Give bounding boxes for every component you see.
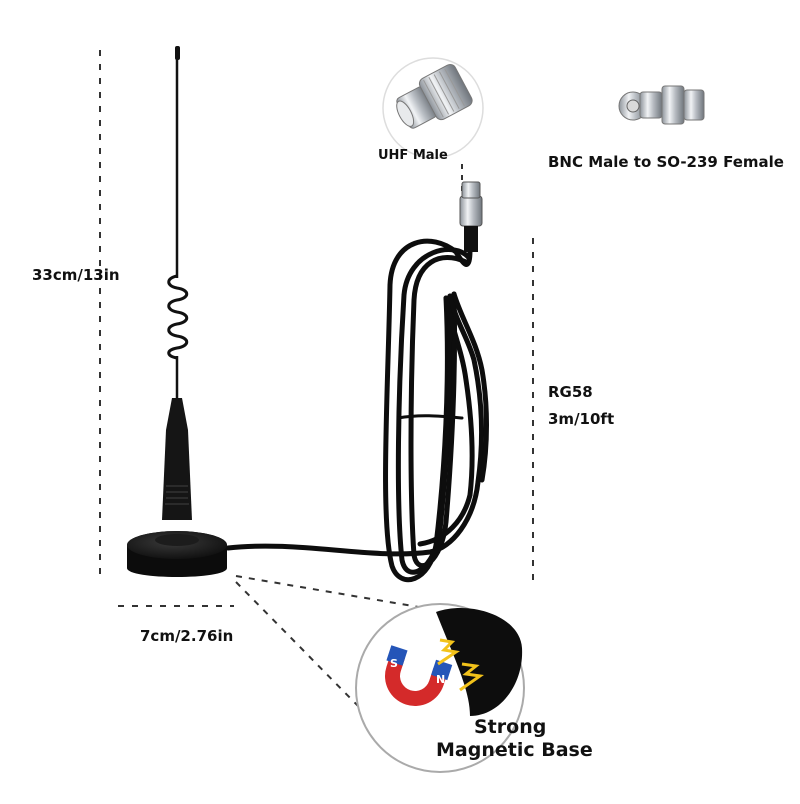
coax-cable bbox=[225, 238, 489, 583]
magnetic-mount bbox=[127, 398, 227, 577]
magnet-callout-line-top bbox=[235, 575, 449, 613]
magnet-callout-line-bottom bbox=[235, 581, 361, 709]
magnet-illustration: S N bbox=[355, 603, 525, 773]
magnet-south-pole: S bbox=[390, 657, 398, 670]
magnet-north-pole: N bbox=[436, 673, 445, 686]
antenna-whip bbox=[167, 46, 189, 400]
magnet-title-line2: Magnetic Base bbox=[436, 739, 593, 761]
cable-uhf-connector bbox=[459, 181, 483, 252]
bnc-adapter-label: BNC Male to SO-239 Female bbox=[548, 153, 784, 171]
bnc-adapter-image bbox=[618, 85, 705, 125]
uhf-connector-label: UHF Male bbox=[378, 148, 448, 163]
cable-type-label: RG58 bbox=[548, 383, 593, 401]
magnet-title-line1: Strong bbox=[474, 716, 547, 738]
uhf-male-connector-image bbox=[382, 57, 484, 159]
height-label: 33cm/13in bbox=[32, 266, 120, 284]
base-width-label: 7cm/2.76in bbox=[140, 627, 234, 645]
cable-length-label: 3m/10ft bbox=[548, 410, 615, 428]
